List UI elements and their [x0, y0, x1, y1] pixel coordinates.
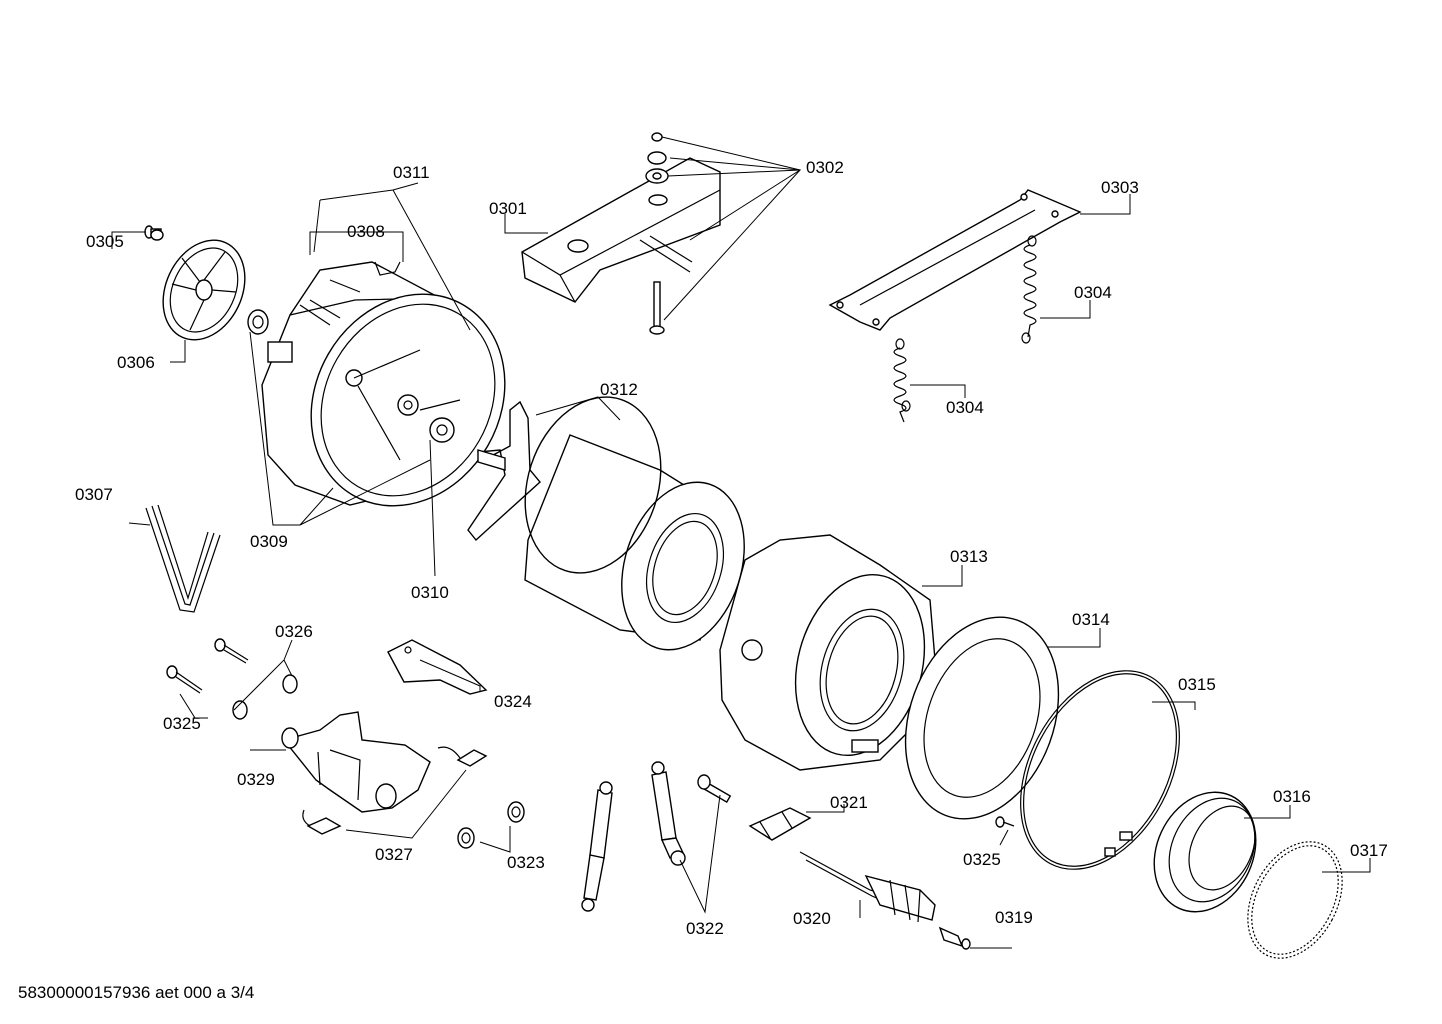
part-0304-spring-upper[interactable] — [1021, 235, 1037, 344]
label-0314[interactable]: 0314 — [1072, 610, 1110, 629]
label-0306[interactable]: 0306 — [117, 353, 155, 372]
part-0320-heater[interactable] — [799, 851, 936, 923]
part-0321-clip[interactable] — [748, 807, 812, 841]
label-0310[interactable]: 0310 — [411, 583, 449, 602]
footer-code: 58300000157936 aet 000 a 3/4 — [18, 983, 254, 1002]
part-0305-screw[interactable] — [144, 225, 164, 241]
part-0316-door-seal[interactable] — [1135, 776, 1274, 929]
label-0304-upper[interactable]: 0304 — [1074, 283, 1112, 302]
label-0309[interactable]: 0309 — [250, 532, 288, 551]
label-0325-right[interactable]: 0325 — [963, 850, 1001, 869]
label-0327[interactable]: 0327 — [375, 845, 413, 864]
label-0319[interactable]: 0319 — [995, 908, 1033, 927]
part-0325-screws[interactable] — [166, 638, 1015, 828]
part-0317-spring-ring[interactable] — [1229, 826, 1361, 975]
label-0313[interactable]: 0313 — [950, 547, 988, 566]
part-0311-tub-back[interactable] — [273, 259, 542, 542]
label-0315[interactable]: 0315 — [1178, 675, 1216, 694]
part-0312-drum[interactable] — [467, 379, 765, 665]
part-0323-bushing[interactable] — [457, 801, 525, 849]
part-0322-bolt[interactable] — [697, 774, 732, 804]
label-0312[interactable]: 0312 — [600, 380, 638, 399]
part-0326-bushing[interactable] — [232, 674, 298, 720]
label-0317[interactable]: 0317 — [1350, 841, 1388, 860]
leader-lines — [111, 136, 1371, 949]
label-0322[interactable]: 0322 — [686, 919, 724, 938]
label-0302[interactable]: 0302 — [806, 158, 844, 177]
label-0320[interactable]: 0320 — [793, 909, 831, 928]
label-0325-left[interactable]: 0325 — [163, 714, 201, 733]
part-0303-brace[interactable] — [828, 189, 1082, 331]
part-0313-tub-front[interactable] — [719, 534, 944, 771]
label-0301[interactable]: 0301 — [489, 199, 527, 218]
part-0307-belt[interactable] — [145, 504, 221, 613]
part-0329-motor[interactable] — [281, 711, 431, 813]
label-0321[interactable]: 0321 — [830, 793, 868, 812]
part-0302-fasteners[interactable] — [645, 132, 669, 335]
part-labels: 0301 0302 0303 0304 0304 0305 0306 0307 … — [75, 158, 1388, 938]
label-0329[interactable]: 0329 — [237, 770, 275, 789]
label-0307[interactable]: 0307 — [75, 485, 113, 504]
part-0306-pulley[interactable] — [148, 227, 261, 353]
part-0322-damper-left[interactable] — [581, 781, 613, 912]
label-0316[interactable]: 0316 — [1273, 787, 1311, 806]
part-0319-sensor[interactable] — [938, 926, 971, 950]
part-0315-clamp-band[interactable] — [988, 644, 1211, 897]
part-0327-brush[interactable] — [302, 746, 488, 835]
label-0311[interactable]: 0311 — [393, 163, 430, 182]
label-0304-lower[interactable]: 0304 — [946, 398, 984, 417]
label-0326[interactable]: 0326 — [275, 622, 313, 641]
label-0305[interactable]: 0305 — [86, 232, 124, 251]
part-0309-bearing[interactable] — [247, 309, 269, 335]
label-0323[interactable]: 0323 — [507, 853, 545, 872]
label-0324[interactable]: 0324 — [494, 692, 532, 711]
label-0303[interactable]: 0303 — [1101, 178, 1139, 197]
label-0308[interactable]: 0308 — [347, 222, 385, 241]
part-0314-front-ring[interactable] — [879, 596, 1085, 841]
part-0304-spring-lower[interactable] — [893, 338, 911, 423]
part-0301-counterweight[interactable] — [521, 157, 721, 303]
part-0322-damper-right[interactable] — [651, 761, 686, 866]
